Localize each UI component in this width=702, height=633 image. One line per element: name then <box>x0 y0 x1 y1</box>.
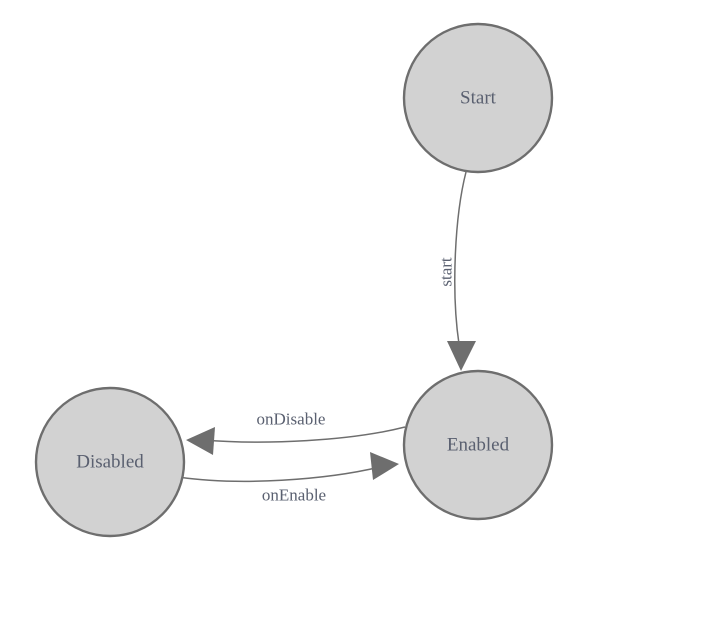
edge-start-to-enabled-arrowhead <box>447 341 476 371</box>
edge-label-on-disable: onDisable <box>257 410 326 429</box>
edge-enabled-to-disabled-path <box>202 426 406 443</box>
node-start-circle <box>402 22 554 174</box>
edge-disabled-to-enabled-arrowhead <box>370 452 399 480</box>
edge-start-to-enabled-path <box>454 171 467 345</box>
edge-label-start: start <box>437 257 456 287</box>
edge-enabled-to-disabled[interactable]: onDisable <box>186 410 406 456</box>
node-disabled-label: Disabled <box>76 452 144 473</box>
edge-enabled-to-disabled-arrowhead <box>186 427 215 455</box>
node-enabled-label: Enabled <box>447 435 510 456</box>
edge-disabled-to-enabled[interactable]: onEnable <box>177 452 399 505</box>
edge-disabled-to-enabled-path <box>177 466 381 483</box>
edge-label-on-enable: onEnable <box>262 486 326 505</box>
edge-start-to-enabled[interactable]: start <box>437 171 477 371</box>
node-disabled[interactable]: Disabled <box>34 386 186 538</box>
node-disabled-circle <box>34 386 186 538</box>
node-start-label: Start <box>460 88 497 109</box>
node-start[interactable]: Start <box>402 22 554 174</box>
node-enabled-circle <box>402 369 554 521</box>
node-enabled[interactable]: Enabled <box>402 369 554 521</box>
